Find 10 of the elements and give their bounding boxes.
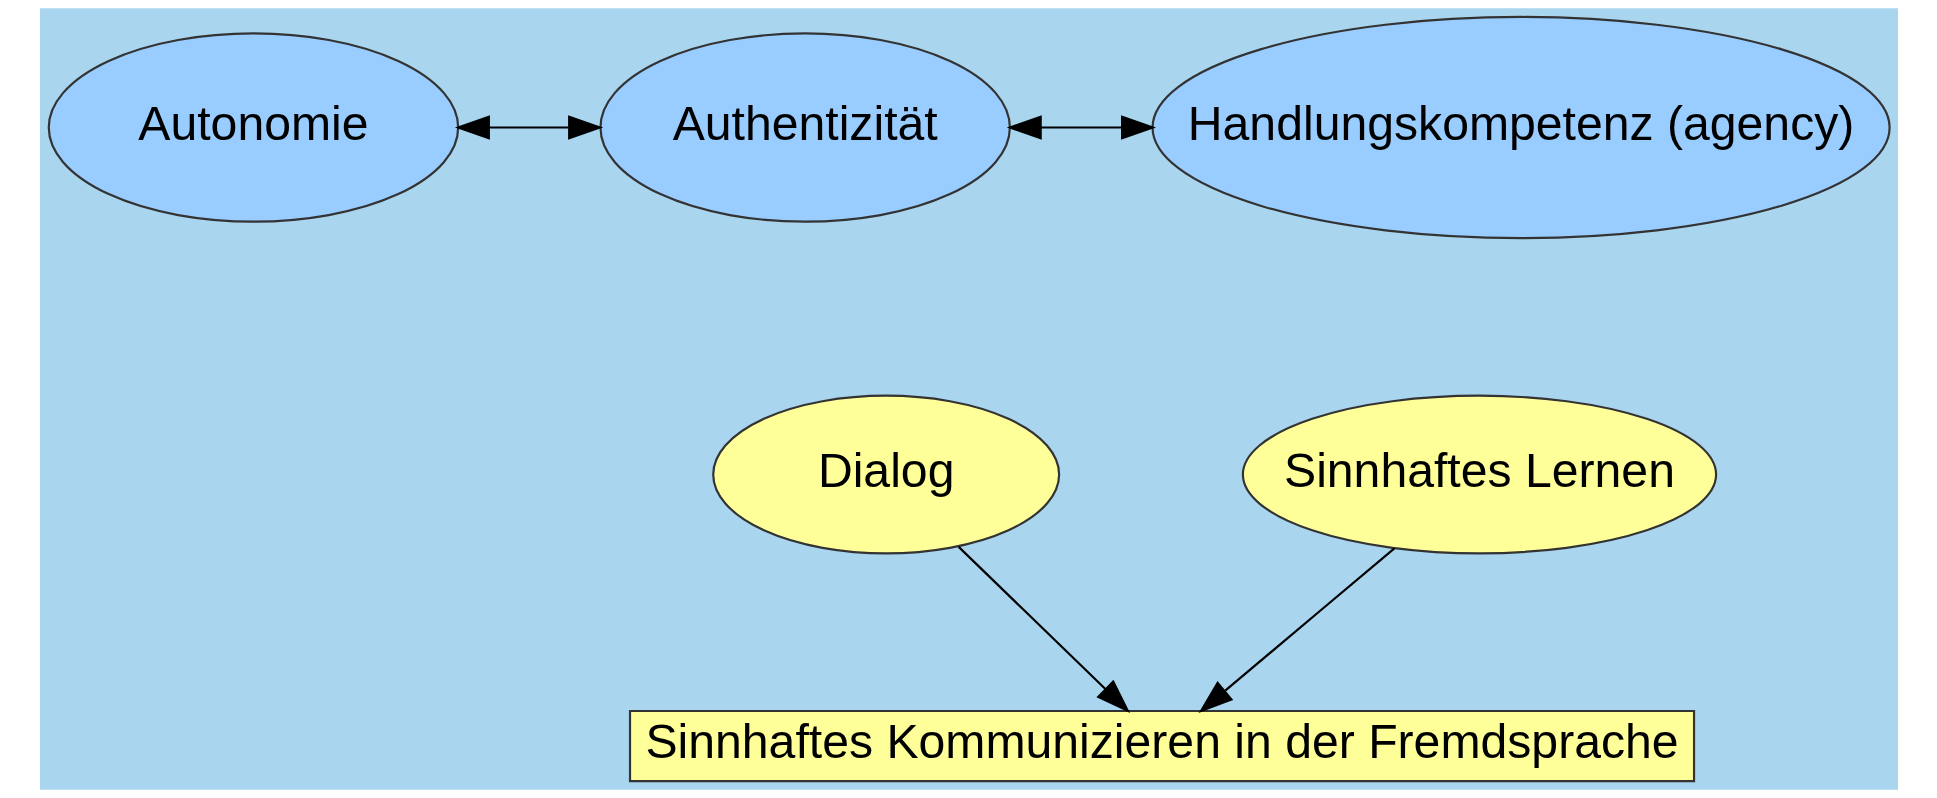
node-ellipse: Sinnhaftes Lernen	[1241, 394, 1717, 555]
node-ellipse: Autonomie	[47, 32, 459, 223]
arrow	[957, 546, 1130, 713]
arrow	[1006, 115, 1156, 140]
node-ellipse: Handlungskompetenz (agency)	[1150, 15, 1891, 240]
node-ellipse: Authentizität	[598, 32, 1011, 223]
node-box: Sinnhaftes Kommunizieren in der Fremdsprache	[628, 709, 1695, 783]
arrow	[454, 115, 603, 140]
arrow	[1198, 547, 1395, 714]
node-ellipse: Dialog	[711, 394, 1060, 555]
